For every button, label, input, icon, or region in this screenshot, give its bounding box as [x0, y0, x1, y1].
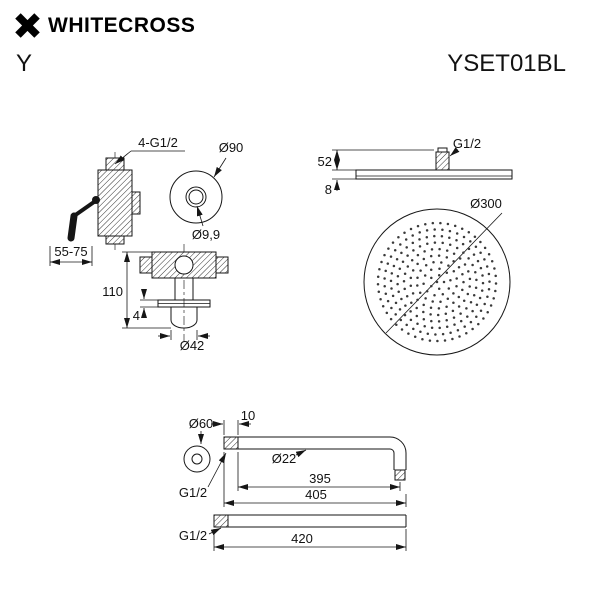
trim-ring-face-view: Ø90 Ø9,9 — [169, 140, 244, 242]
valve-height-label: 110 — [102, 284, 123, 299]
arm-wall-thread — [223, 436, 239, 450]
knob-diameter-label: Ø42 — [180, 338, 205, 353]
pipe-diameter-label: Ø22 — [272, 451, 297, 466]
dimension-arm-thread: G1/2 — [179, 452, 227, 500]
dimension-o42: Ø42 — [158, 330, 210, 353]
dimension-o60: Ø60 — [189, 416, 214, 444]
nozzle-pattern — [376, 221, 498, 343]
dimension-thread-4-g12: 4-G1/2 — [114, 135, 185, 165]
head-thickness-label: 8 — [325, 182, 332, 197]
trim-diameter-label: Ø90 — [219, 140, 244, 155]
shower-arm-bent-view: Ø60 10 Ø22 395 405 — [179, 408, 407, 507]
plate-thickness-label: 4 — [133, 308, 140, 323]
handle-grip — [67, 212, 78, 242]
flange-diameter-label: Ø60 — [189, 416, 214, 431]
dimension-head-thread: G1/2 — [449, 136, 481, 157]
shower-arm-straight-view: G1/2 420 — [179, 514, 407, 551]
valve-depth-label: 55-75 — [54, 244, 87, 259]
dimension-52: 52 — [318, 149, 434, 180]
shower-head-side-view: G1/2 52 8 — [318, 136, 513, 197]
straight-arm-length-label: 420 — [291, 531, 313, 546]
whitecross-logo-icon — [15, 13, 40, 38]
arm-tube-outer — [238, 436, 407, 470]
dimension-10: 10 — [211, 408, 255, 435]
valve-knob — [170, 306, 198, 329]
mixer-valve-side-view: 4-G1/2 55-75 — [49, 135, 185, 266]
dimension-420: 420 — [213, 529, 407, 551]
arm-outlet-thread — [394, 469, 406, 481]
head-diameter-label: Ø300 — [470, 196, 502, 211]
arm-length-inner-label: 395 — [309, 471, 331, 486]
mixer-valve-front-view: 110 4 Ø42 — [102, 244, 229, 353]
wall-flange — [183, 445, 211, 473]
arm-thread-label: G1/2 — [179, 485, 207, 500]
dimension-110: 110 — [102, 251, 171, 329]
dimension-o90: Ø90 — [213, 140, 244, 178]
model-row: Y YSET01BL — [0, 50, 600, 78]
dimension-straight-thread: G1/2 — [179, 527, 222, 543]
straight-arm-thread — [213, 514, 229, 528]
brand-name: WHITECROSS — [48, 13, 196, 37]
dimension-395: 395 — [237, 452, 401, 491]
trim-hole-label: Ø9,9 — [192, 227, 220, 242]
handle-lever — [72, 200, 96, 218]
model-code: YSET01BL — [447, 50, 566, 77]
header: WHITECROSS — [14, 12, 195, 39]
series-label: Y — [16, 50, 33, 77]
arm-tube-inner — [238, 448, 395, 470]
arm-thread-length-label: 10 — [241, 408, 255, 423]
dimension-o9-9: Ø9,9 — [192, 205, 220, 242]
dimension-o22: Ø22 — [272, 449, 307, 466]
shower-head-face-view: Ø300 — [363, 196, 511, 356]
straight-arm-thread-label: G1/2 — [179, 528, 207, 543]
valve-thread-label: 4-G1/2 — [138, 135, 178, 150]
dimension-4: 4 — [133, 289, 158, 323]
head-thread-label: G1/2 — [453, 136, 481, 151]
head-height-label: 52 — [318, 154, 332, 169]
dimension-8: 8 — [325, 180, 340, 197]
arm-length-total-label: 405 — [305, 487, 327, 502]
dimension-55-75: 55-75 — [49, 244, 93, 266]
